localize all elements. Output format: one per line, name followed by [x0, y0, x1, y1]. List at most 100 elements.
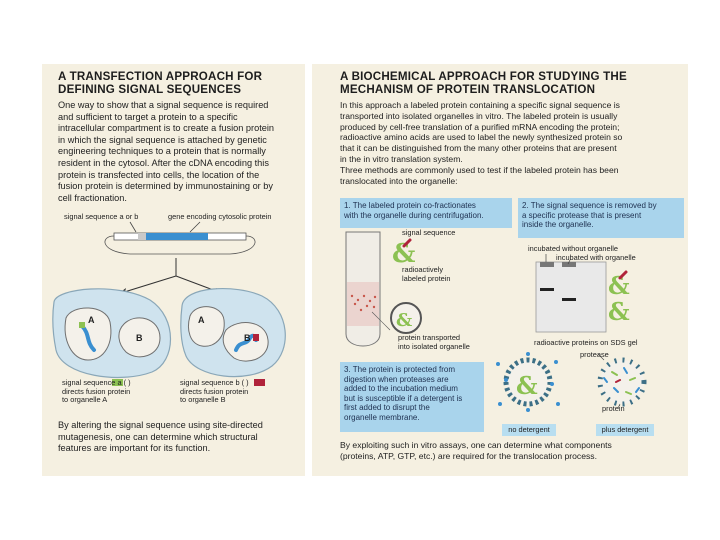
text-line: that it can be distinguished from the ma… — [340, 143, 617, 154]
labeled-protein-glyph: & — [392, 239, 415, 269]
text-line: engineering techniques to a protein that… — [58, 146, 266, 157]
text-line: features are important for its function. — [58, 443, 211, 454]
caption-line: directs fusion protein — [62, 386, 131, 396]
callout-line: protein transported — [398, 333, 461, 342]
text-line: intracellular compartment is to create a… — [58, 123, 275, 134]
organelle-plus-detergent — [597, 357, 647, 407]
gel-well-2 — [562, 262, 576, 267]
transfection-outro: By altering the signal sequence using si… — [58, 420, 304, 455]
text-line: organelle membrane. — [344, 412, 420, 422]
svg-text:&: & — [516, 371, 538, 400]
text-line: 1. The labeled protein co-fractionates — [344, 201, 476, 210]
text-line: (proteins, ATP, GTP, etc.) are required … — [340, 450, 597, 461]
radioactive-protein-callout: radioactively labeled protein — [402, 265, 451, 283]
text-line: radioactive amino acids are used to labe… — [340, 132, 623, 143]
transfection-intro: One way to show that a signal sequence i… — [58, 100, 304, 204]
text-line: inside the organelle. — [522, 220, 594, 230]
text-line: 3. The protein is protected from — [344, 365, 456, 374]
processed-protein-glyph: & — [608, 297, 630, 326]
protease-label: protease — [580, 350, 609, 359]
caption-line: signal sequence a ( ) — [62, 378, 131, 387]
protein-label: protein — [602, 404, 625, 413]
no-detergent-tag: no detergent — [502, 424, 556, 436]
incubated-without-label: incubated without organelle — [528, 244, 618, 253]
text-line: mutagenesis, one can determine which str… — [58, 431, 258, 442]
biochemical-intro: In this approach a labeled protein conta… — [340, 100, 686, 186]
sds-gel-label: radioactive proteins on SDS gel — [534, 338, 638, 347]
gel-band-2 — [562, 298, 576, 301]
text-line: but is susceptible if a detergent is — [344, 393, 463, 403]
text-line: protein is transfected into cells, the l… — [58, 169, 260, 180]
transported-protein-callout: protein transported into isolated organe… — [398, 333, 470, 351]
text-line: One way to show that a signal sequence i… — [58, 100, 269, 110]
transfection-panel — [42, 64, 305, 476]
signal-sequence-label: signal sequence a or b — [64, 212, 139, 221]
caption-line: directs fusion protein — [180, 386, 249, 396]
text-line: cell fractionation. — [58, 192, 127, 203]
plasmid-loop — [104, 235, 256, 255]
caption-signal-a: signal sequence a ( ) directs fusion pro… — [62, 378, 178, 405]
caption-line: signal sequence b ( ) — [180, 378, 249, 387]
transfection-title-line-1: A TRANSFECTION APPROACH FOR — [58, 70, 263, 83]
method-1-text: 1. The labeled protein co-fractionates w… — [344, 201, 512, 220]
text-line: and sufficient to target a protein to a … — [58, 111, 238, 122]
text-line: 2. The signal sequence is removed by — [522, 201, 657, 210]
method-2-box — [518, 198, 684, 238]
sds-gel — [535, 261, 607, 333]
text-line: added to the incubation medium — [344, 384, 458, 394]
text-line: with the organelle during centrifugation… — [344, 210, 484, 220]
callout-line: labeled protein — [402, 273, 451, 283]
text-line: in the in vitro translation system. — [340, 153, 463, 164]
svg-text:&: & — [396, 310, 412, 331]
digested-fragments — [603, 367, 640, 395]
gene-segment — [146, 233, 208, 240]
callout-line: into isolated organelle — [398, 341, 470, 351]
caption-line: to organelle A — [62, 395, 108, 405]
protease-dots — [496, 352, 560, 412]
text-line: digestion when proteases are — [344, 374, 449, 384]
text-line: resident in the cytosol. After the cDNA … — [58, 157, 269, 168]
transfection-title: A TRANSFECTION APPROACH FOR DEFINING SIG… — [58, 70, 303, 96]
text-line: first added to disrupt the — [344, 403, 430, 413]
text-line: produced by cell-free translation of a p… — [340, 121, 620, 132]
method-2-text: 2. The signal sequence is removed by a s… — [522, 201, 684, 230]
full-protein-glyph: & — [608, 271, 630, 300]
incubated-with-label: incubated with organelle — [556, 253, 636, 262]
text-line: In this approach a labeled protein conta… — [340, 100, 620, 110]
caption-signal-b: signal sequence b ( ) directs fusion pro… — [180, 378, 298, 405]
text-line: in which the signal sequence is attached… — [58, 134, 267, 145]
biochemical-title-line-2: MECHANISM OF PROTEIN TRANSLOCATION — [340, 83, 596, 96]
method-3-box — [340, 362, 484, 432]
isolated-organelle — [390, 302, 422, 334]
fusion-protein-a — [80, 324, 96, 352]
signal-a-swatch — [112, 379, 123, 386]
text-line: translocated into the organelle: — [340, 175, 458, 186]
text-line: transported into isolated organelles in … — [340, 110, 618, 121]
gene-label: gene encoding cytosolic protein — [168, 212, 272, 221]
biochemical-outro: By exploiting such in vitro assays, one … — [340, 440, 686, 462]
text-line: a specific protease that is present — [522, 210, 642, 220]
biochemical-title-line-1: A BIOCHEMICAL APPROACH FOR STUDYING THE — [340, 70, 627, 83]
signal-b-swatch — [254, 379, 265, 386]
signal-sequence-callout: signal sequence — [402, 228, 456, 237]
transfection-title-line-2: DEFINING SIGNAL SEQUENCES — [58, 83, 242, 96]
tube-gradient — [347, 282, 379, 326]
organelle-a-right — [188, 306, 225, 347]
biochemical-title: A BIOCHEMICAL APPROACH FOR STUDYING THE … — [340, 70, 686, 96]
text-line: Three methods are commonly used to test … — [340, 164, 619, 175]
organelle-b-label: B — [136, 333, 143, 343]
organelle-a-label: A — [88, 315, 95, 325]
gel-well-1 — [540, 262, 554, 267]
text-line: fusion protein is determined by immunost… — [58, 181, 273, 192]
text-line: By altering the signal sequence using si… — [58, 420, 263, 430]
gel-band-1 — [540, 288, 554, 291]
signal-segment — [138, 233, 146, 240]
method-3-text: 3. The protein is protected from digesti… — [344, 365, 484, 423]
method-1-box — [340, 198, 512, 228]
organelle-b-left — [118, 317, 161, 358]
plus-detergent-tag: plus detergent — [596, 424, 654, 436]
callout-line: radioactively — [402, 265, 444, 274]
organelle-b-label: B — [244, 333, 251, 343]
